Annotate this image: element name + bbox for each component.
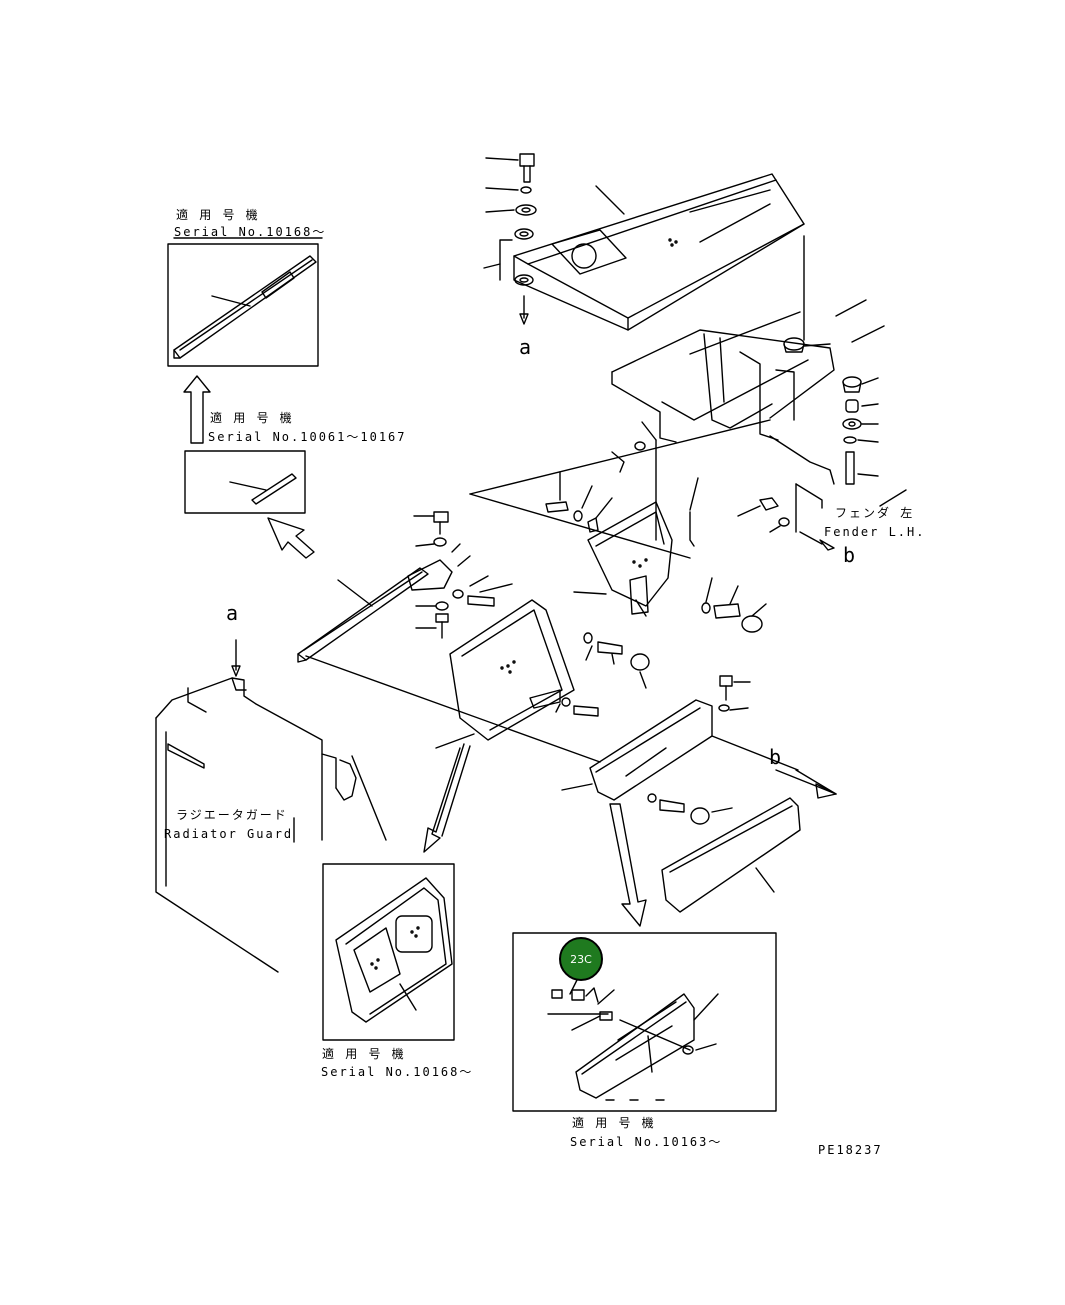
rail-part-top-inset bbox=[173, 255, 317, 359]
bolt-stack-top bbox=[483, 153, 537, 325]
fender-en-label: Fender L.H. bbox=[824, 525, 926, 539]
fender-jp-label: フェンダ 左 bbox=[835, 506, 915, 520]
drawing-number: PE18237 bbox=[818, 1143, 883, 1157]
arrow-to-inset-right bbox=[609, 803, 647, 927]
inset-middle-jp-label: 適 用 号 機 bbox=[210, 411, 294, 425]
inset-cover-panel-drawing bbox=[335, 877, 453, 1023]
inset-frame-middle bbox=[184, 450, 306, 514]
center-support-bracket bbox=[545, 441, 767, 633]
top-cover-plate bbox=[513, 173, 805, 331]
upgrade-arrow-up bbox=[183, 375, 211, 444]
left-support-rail bbox=[297, 511, 601, 763]
arrow-to-inset-left bbox=[423, 743, 471, 853]
lower-cover-and-rail bbox=[561, 675, 837, 913]
inset-bottom-right-serial: Serial No.10163～ bbox=[570, 1135, 723, 1149]
middle-cover-panel bbox=[435, 599, 650, 749]
part-reference-badge[interactable]: 23C bbox=[559, 937, 603, 981]
inset-bottom-left-jp-label: 適 用 号 機 bbox=[322, 1047, 406, 1061]
inset-middle-serial: Serial No.10061～10167 bbox=[208, 430, 407, 444]
inset-frame-bottom-right bbox=[512, 932, 777, 1112]
mount-rubber-stack bbox=[783, 299, 885, 485]
inset-frame-bottom-left bbox=[322, 863, 455, 1041]
radiator-guard-jp-label: ラジエータガード bbox=[176, 808, 288, 822]
inset-top-serial: Serial No.10168～ bbox=[174, 225, 327, 239]
callout-b-right: b bbox=[843, 543, 856, 567]
callout-b-bottom: b bbox=[769, 745, 782, 769]
inset-bottom-left-serial: Serial No.10168～ bbox=[321, 1065, 474, 1079]
inset-bottom-right-jp-label: 適 用 号 機 bbox=[572, 1116, 656, 1130]
radiator-guard-en-label: Radiator Guard bbox=[164, 827, 294, 841]
fender-bracket bbox=[737, 489, 907, 551]
inset-frame-top bbox=[167, 243, 319, 367]
callout-a-left: a bbox=[226, 601, 239, 625]
inset-top-jp-label: 適 用 号 機 bbox=[176, 208, 260, 222]
part-reference-badge-label: 23C bbox=[570, 952, 592, 966]
rail-part-middle-inset bbox=[229, 473, 297, 505]
inset-lower-cover-drawing bbox=[547, 977, 719, 1101]
callout-a-top: a bbox=[519, 335, 532, 359]
upgrade-arrow-diagonal bbox=[267, 517, 315, 559]
radiator-guard-outline bbox=[155, 639, 387, 973]
main-frame-structure bbox=[469, 235, 835, 559]
